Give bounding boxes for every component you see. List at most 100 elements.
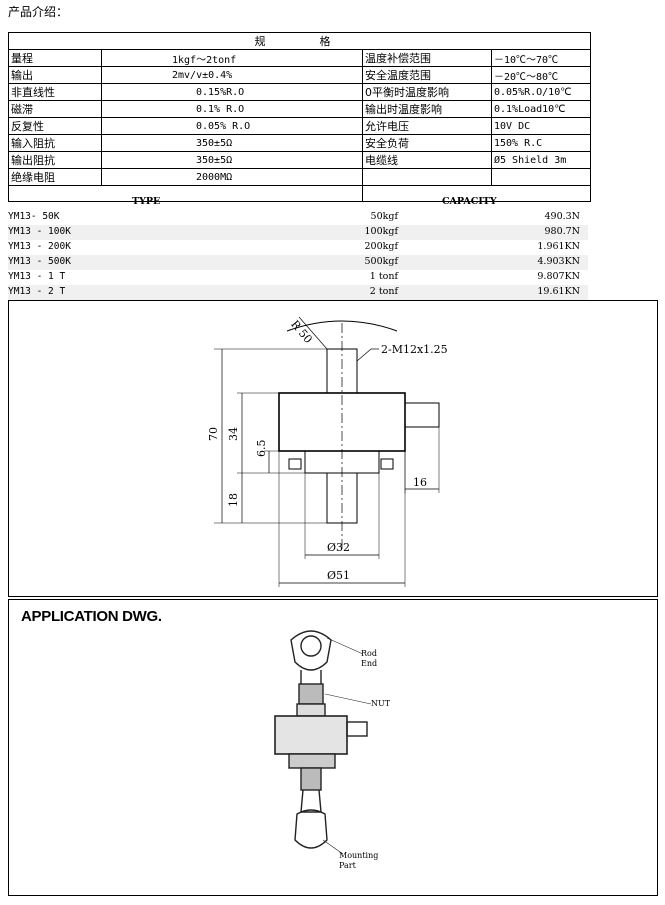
spec-value: －20℃～80℃ bbox=[491, 66, 591, 84]
force-cell: 490.3N bbox=[544, 211, 580, 222]
spec-value bbox=[491, 168, 591, 186]
capacity-cell: 50kgf bbox=[370, 211, 398, 222]
spec-value: 2mv/v±0.4% bbox=[101, 66, 363, 84]
spec-row: 绝缘电阻 2000MΩ bbox=[8, 168, 591, 186]
rod-end-hole-shape bbox=[300, 635, 322, 657]
spec-label: 安全温度范围 bbox=[362, 66, 492, 84]
mounting-label-2: Part bbox=[339, 861, 357, 870]
rod-end-leader bbox=[326, 637, 364, 655]
capacity-cell: 2 tonf bbox=[369, 286, 398, 297]
spec-value: 350±5Ω bbox=[101, 151, 363, 169]
capacity-row: YM13 - 100K 100kgf 980.7N bbox=[8, 225, 588, 240]
spec-value: 1kgf～2tonf bbox=[101, 49, 363, 67]
spec-value: 0.15%R.O bbox=[101, 83, 363, 101]
spec-label: 量程 bbox=[8, 49, 102, 67]
dim-18-label: 18 bbox=[227, 493, 240, 507]
type-header: TYPE bbox=[132, 196, 161, 207]
capacity-row: YM13- 50K 50kgf 490.3N bbox=[8, 210, 588, 225]
lower-nut-shape bbox=[300, 767, 322, 791]
dim-d51-label: Ø51 bbox=[327, 569, 350, 582]
type-cell: YM13- 50K bbox=[8, 211, 60, 222]
spec-label: 非直线性 bbox=[8, 83, 102, 101]
spec-label: 反复性 bbox=[8, 117, 102, 135]
type-cell: YM13 - 100K bbox=[8, 226, 71, 237]
spec-table-header: 规格 bbox=[8, 32, 591, 50]
spec-label: 绝缘电阻 bbox=[8, 168, 102, 186]
force-cell: 980.7N bbox=[544, 226, 580, 237]
mounting-label-1: Mounting bbox=[339, 851, 378, 860]
spec-row: 输出阻抗 350±5Ω 电缆线 Ø5 Shield 3m bbox=[8, 151, 591, 169]
force-cell: 4.903KN bbox=[537, 256, 580, 267]
capacity-row: YM13 - 200K 200kgf 1.961KN bbox=[8, 240, 588, 255]
bottom-stud-shape bbox=[326, 472, 358, 524]
spec-row: 输入阻抗 350±5Ω 安全负荷 150% R.C bbox=[8, 134, 591, 152]
spec-label: 安全负荷 bbox=[362, 134, 492, 152]
radius-label: R 50 bbox=[288, 318, 315, 346]
application-title: APPLICATION DWG. bbox=[21, 608, 162, 625]
spec-table-header-row: 规格 bbox=[8, 32, 591, 50]
nut-leader bbox=[324, 693, 372, 705]
nut-label: NUT bbox=[371, 699, 391, 708]
cable-gland-shape bbox=[404, 402, 440, 428]
type-cell: YM13 - 500K bbox=[8, 256, 71, 267]
capacity-cell: 200kgf bbox=[364, 241, 399, 252]
rod-end-label-2: End bbox=[361, 659, 377, 668]
thread-label: 2-M12x1.25 bbox=[381, 343, 448, 356]
dim-6-5-label: 6.5 bbox=[255, 440, 268, 458]
capacity-row: YM13 - 2 T 2 tonf 19.61KN bbox=[8, 285, 588, 300]
capacity-table-header: TYPE CAPACITY bbox=[8, 196, 588, 210]
nut-shape bbox=[298, 683, 324, 705]
load-cell-body-shape bbox=[274, 715, 348, 755]
spec-table: 规格 量程 1kgf～2tonf 温度补偿范围 －10℃～70℃ 输出 2mv/… bbox=[8, 32, 591, 202]
spec-value: Ø5 Shield 3m bbox=[491, 151, 591, 169]
spec-value: 150% R.C bbox=[491, 134, 591, 152]
spec-label: 输入阻抗 bbox=[8, 134, 102, 152]
screw-right-shape bbox=[380, 458, 394, 470]
spec-label: 输出阻抗 bbox=[8, 151, 102, 169]
spec-label: 磁滞 bbox=[8, 100, 102, 118]
radius-leader bbox=[298, 316, 328, 350]
spec-row: 非直线性 0.15%R.O 0平衡时温度影响 0.05%R.O/10℃ bbox=[8, 83, 591, 101]
screw-left-shape bbox=[288, 458, 302, 470]
capacity-cell: 1 tonf bbox=[369, 271, 398, 282]
capacity-row: YM13 - 1 T 1 tonf 9.807KN bbox=[8, 270, 588, 285]
capacity-table: TYPE CAPACITY YM13- 50K 50kgf 490.3N YM1… bbox=[8, 196, 588, 300]
rod-end-eye-shape bbox=[290, 630, 332, 671]
spec-row: 磁滞 0.1% R.O 输出时温度影响 0.1%Load10℃ bbox=[8, 100, 591, 118]
product-intro-label: 产品介绍： bbox=[8, 5, 69, 19]
dim-16-label: 16 bbox=[413, 476, 427, 489]
spec-row: 量程 1kgf～2tonf 温度补偿范围 －10℃～70℃ bbox=[8, 49, 591, 67]
spec-label: 输出 bbox=[8, 66, 102, 84]
capacity-row: YM13 - 500K 500kgf 4.903KN bbox=[8, 255, 588, 270]
spec-value: 2000MΩ bbox=[101, 168, 363, 186]
type-cell: YM13 - 2 T bbox=[8, 286, 66, 297]
dim-70-label: 70 bbox=[207, 427, 220, 441]
spec-label: 允许电压 bbox=[362, 117, 492, 135]
capacity-header: CAPACITY bbox=[442, 196, 497, 207]
spec-row: 输出 2mv/v±0.4% 安全温度范围 －20℃～80℃ bbox=[8, 66, 591, 84]
application-drawing: Rod End NUT Mounting Part bbox=[274, 630, 391, 870]
dimension-drawing-panel: R 50 2-M12x1.25 70 34 6.5 18 16 bbox=[8, 300, 658, 597]
spec-label: 温度补偿范围 bbox=[362, 49, 492, 67]
type-cell: YM13 - 1 T bbox=[8, 271, 66, 282]
dimension-drawing: R 50 2-M12x1.25 70 34 6.5 18 16 bbox=[207, 316, 448, 587]
spec-empty-cell bbox=[362, 185, 591, 202]
lower-rod-shape bbox=[300, 789, 322, 813]
type-cell: YM13 - 200K bbox=[8, 241, 71, 252]
dim-d32-label: Ø32 bbox=[327, 541, 350, 554]
gland-shape bbox=[346, 721, 368, 737]
spec-label: 0平衡时温度影响 bbox=[362, 83, 492, 101]
application-drawing-panel: APPLICATION DWG. Rod End NUT Mounting Pa… bbox=[8, 599, 658, 896]
capacity-cell: 100kgf bbox=[364, 226, 399, 237]
spec-value: 0.1%Load10℃ bbox=[491, 100, 591, 118]
force-cell: 9.807KN bbox=[537, 271, 580, 282]
spec-value: －10℃～70℃ bbox=[491, 49, 591, 67]
flange-shape bbox=[288, 753, 336, 769]
capacity-cell: 500kgf bbox=[364, 256, 399, 267]
spec-value: 10V DC bbox=[491, 117, 591, 135]
radius-arc bbox=[286, 320, 398, 332]
dim-34-label: 34 bbox=[227, 427, 240, 441]
mounting-leader bbox=[322, 839, 344, 855]
spec-value: 0.1% R.O bbox=[101, 100, 363, 118]
mounting-part-shape bbox=[294, 809, 328, 849]
